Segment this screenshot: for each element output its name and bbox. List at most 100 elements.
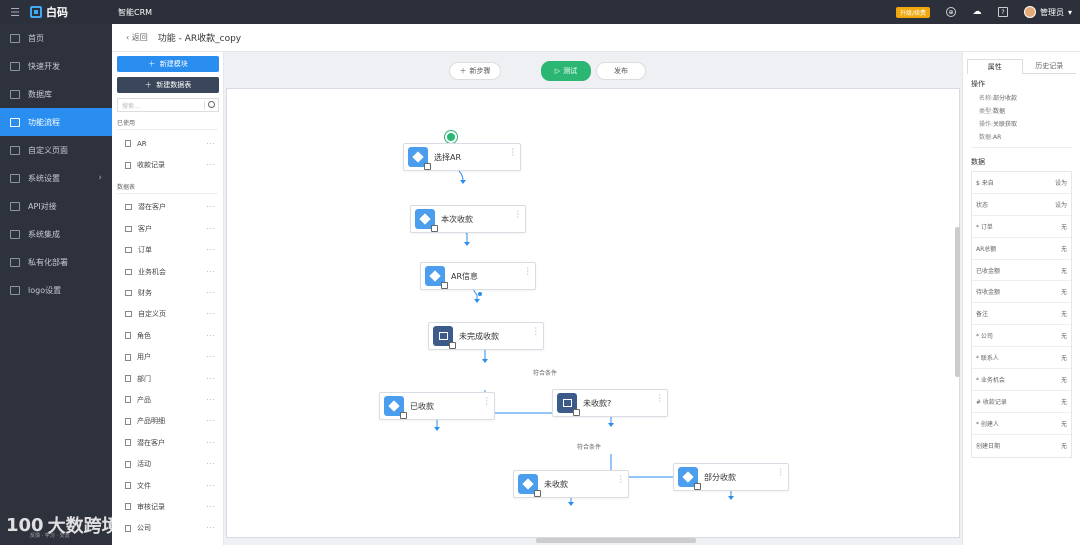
field-row[interactable]: 创建日期无 — [972, 435, 1071, 457]
new-module-button[interactable]: ＋ 新建模块 — [117, 56, 219, 72]
table-item[interactable]: 文件··· — [117, 475, 218, 496]
more-actions-icon[interactable]: ··· — [206, 524, 216, 533]
more-icon[interactable]: ··· — [779, 465, 782, 480]
table-item[interactable]: 产品··· — [117, 389, 218, 410]
table-item[interactable]: 公司··· — [117, 518, 218, 539]
flow-node[interactable]: AR信息 ··· — [420, 262, 536, 290]
sidebar-item-custom-page[interactable]: 自定义页面 — [0, 136, 112, 164]
publish-button[interactable]: 发布 — [596, 62, 646, 80]
more-icon[interactable]: ··· — [534, 324, 537, 339]
flow-node[interactable]: 选择AR ··· — [403, 143, 521, 171]
field-row[interactable]: AR总额无 — [972, 238, 1071, 260]
more-actions-icon[interactable]: ··· — [206, 289, 216, 298]
more-actions-icon[interactable]: ··· — [206, 331, 216, 340]
field-row[interactable]: * 业务机会无 — [972, 369, 1071, 391]
field-value[interactable]: 设为 — [1054, 201, 1067, 209]
sidebar-item-api[interactable]: API对接 — [0, 192, 112, 220]
table-item[interactable]: 客户··· — [117, 218, 218, 239]
field-value[interactable]: 无 — [1060, 376, 1067, 384]
flow-node[interactable]: 未收款 ··· — [513, 470, 629, 498]
table-item[interactable]: AR··· — [117, 133, 218, 154]
field-row[interactable]: * 订单无 — [972, 216, 1071, 238]
table-item[interactable]: 角色··· — [117, 325, 218, 346]
table-item[interactable]: 审核记录··· — [117, 496, 218, 517]
flow-node[interactable]: 未收款? ··· — [552, 389, 668, 417]
field-row[interactable]: * 联系人无 — [972, 347, 1071, 370]
new-step-button[interactable]: ＋ 新步骤 — [449, 62, 501, 80]
table-search-input[interactable]: 搜索... — [117, 98, 219, 112]
more-icon[interactable]: ··· — [485, 394, 488, 409]
sidebar-item-integration[interactable]: 系统集成 — [0, 220, 112, 248]
more-actions-icon[interactable]: ··· — [206, 161, 216, 170]
more-actions-icon[interactable]: ··· — [206, 203, 216, 212]
more-actions-icon[interactable]: ··· — [206, 374, 216, 383]
field-row[interactable]: # 收款记录无 — [972, 391, 1071, 413]
search-icon[interactable] — [208, 101, 215, 108]
field-value[interactable]: 无 — [1060, 311, 1067, 319]
more-icon[interactable]: ··· — [511, 145, 514, 160]
sidebar-item-logo-settings[interactable]: logo设置 — [0, 276, 112, 304]
table-item[interactable]: 用户··· — [117, 347, 218, 368]
sidebar-item-quick-dev[interactable]: 快速开发 — [0, 52, 112, 80]
more-actions-icon[interactable]: ··· — [206, 417, 216, 426]
field-value[interactable]: 无 — [1060, 223, 1067, 231]
table-item[interactable]: 潜在客户··· — [117, 197, 218, 218]
vertical-scrollbar[interactable] — [955, 227, 960, 377]
more-actions-icon[interactable]: ··· — [206, 310, 216, 319]
tab-history[interactable]: 历史记录 — [1022, 59, 1076, 74]
sidebar-item-home[interactable]: 首页 — [0, 24, 112, 52]
table-item[interactable]: 自定义页··· — [117, 304, 218, 325]
field-row[interactable]: * 公司无 — [972, 325, 1071, 348]
field-value[interactable]: 无 — [1060, 245, 1067, 253]
field-row[interactable]: * 创建人无 — [972, 413, 1071, 435]
sidebar-item-settings[interactable]: 系统设置› — [0, 164, 112, 192]
table-item[interactable]: 收款记录··· — [117, 154, 218, 175]
new-table-button[interactable]: ＋ 新建数据表 — [117, 77, 219, 93]
field-row[interactable]: 状态设为 — [972, 194, 1071, 216]
more-actions-icon[interactable]: ··· — [206, 139, 216, 148]
test-button[interactable]: ▷ 测试 — [541, 61, 591, 81]
more-actions-icon[interactable]: ··· — [206, 353, 216, 362]
flow-board[interactable]: 选择AR ··· 本次收款 ··· AR信息 ··· 未完成收款 ··· 已收款… — [226, 88, 960, 538]
sidebar-item-flow[interactable]: 功能流程 — [0, 108, 112, 136]
more-icon[interactable]: ··· — [658, 391, 661, 406]
table-item[interactable]: 部门··· — [117, 368, 218, 389]
sidebar-item-private-deploy[interactable]: 私有化部署 — [0, 248, 112, 276]
more-actions-icon[interactable]: ··· — [206, 481, 216, 490]
table-item[interactable]: 活动··· — [117, 453, 218, 474]
more-actions-icon[interactable]: ··· — [206, 267, 216, 276]
field-value[interactable]: 无 — [1060, 289, 1067, 297]
cloud-icon[interactable]: ☁ — [972, 7, 982, 17]
user-menu[interactable]: 管理员 ▾ — [1023, 6, 1072, 18]
field-row[interactable]: $ 来自设为 — [972, 172, 1071, 194]
field-value[interactable]: 设为 — [1054, 179, 1067, 187]
more-actions-icon[interactable]: ··· — [206, 246, 216, 255]
field-value[interactable]: 无 — [1060, 420, 1067, 428]
field-value[interactable]: 无 — [1060, 398, 1067, 406]
field-value[interactable]: 无 — [1060, 443, 1067, 451]
more-actions-icon[interactable]: ··· — [206, 224, 216, 233]
field-value[interactable]: 无 — [1060, 333, 1067, 341]
upgrade-button[interactable]: 升级/续费 — [895, 6, 930, 18]
flow-canvas[interactable]: ＋ 新步骤 ▷ 测试 发布 — [224, 52, 962, 545]
more-icon[interactable]: ··· — [516, 207, 519, 222]
more-icon[interactable]: ··· — [526, 264, 529, 279]
field-value[interactable]: 无 — [1060, 355, 1067, 363]
table-item[interactable]: 产品明细··· — [117, 411, 218, 432]
table-item[interactable]: 潜在客户··· — [117, 432, 218, 453]
flow-node[interactable]: 已收款 ··· — [379, 392, 495, 420]
table-item[interactable]: 订单··· — [117, 240, 218, 261]
table-item[interactable]: 业务机会··· — [117, 261, 218, 282]
help-circle-icon[interactable]: ⊕ — [945, 7, 956, 17]
flow-node[interactable]: 部分收款 ··· — [673, 463, 789, 491]
field-row[interactable]: 备注无 — [972, 303, 1071, 326]
more-actions-icon[interactable]: ··· — [206, 395, 216, 404]
horizontal-scrollbar[interactable] — [536, 538, 696, 543]
question-icon[interactable]: ? — [997, 7, 1008, 17]
field-row[interactable]: 已收金额无 — [972, 260, 1071, 282]
flow-node[interactable]: 本次收款 ··· — [410, 205, 526, 233]
more-actions-icon[interactable]: ··· — [206, 460, 216, 469]
more-actions-icon[interactable]: ··· — [206, 438, 216, 447]
menu-toggle-icon[interactable]: ☰ — [10, 5, 20, 19]
more-actions-icon[interactable]: ··· — [206, 502, 216, 511]
